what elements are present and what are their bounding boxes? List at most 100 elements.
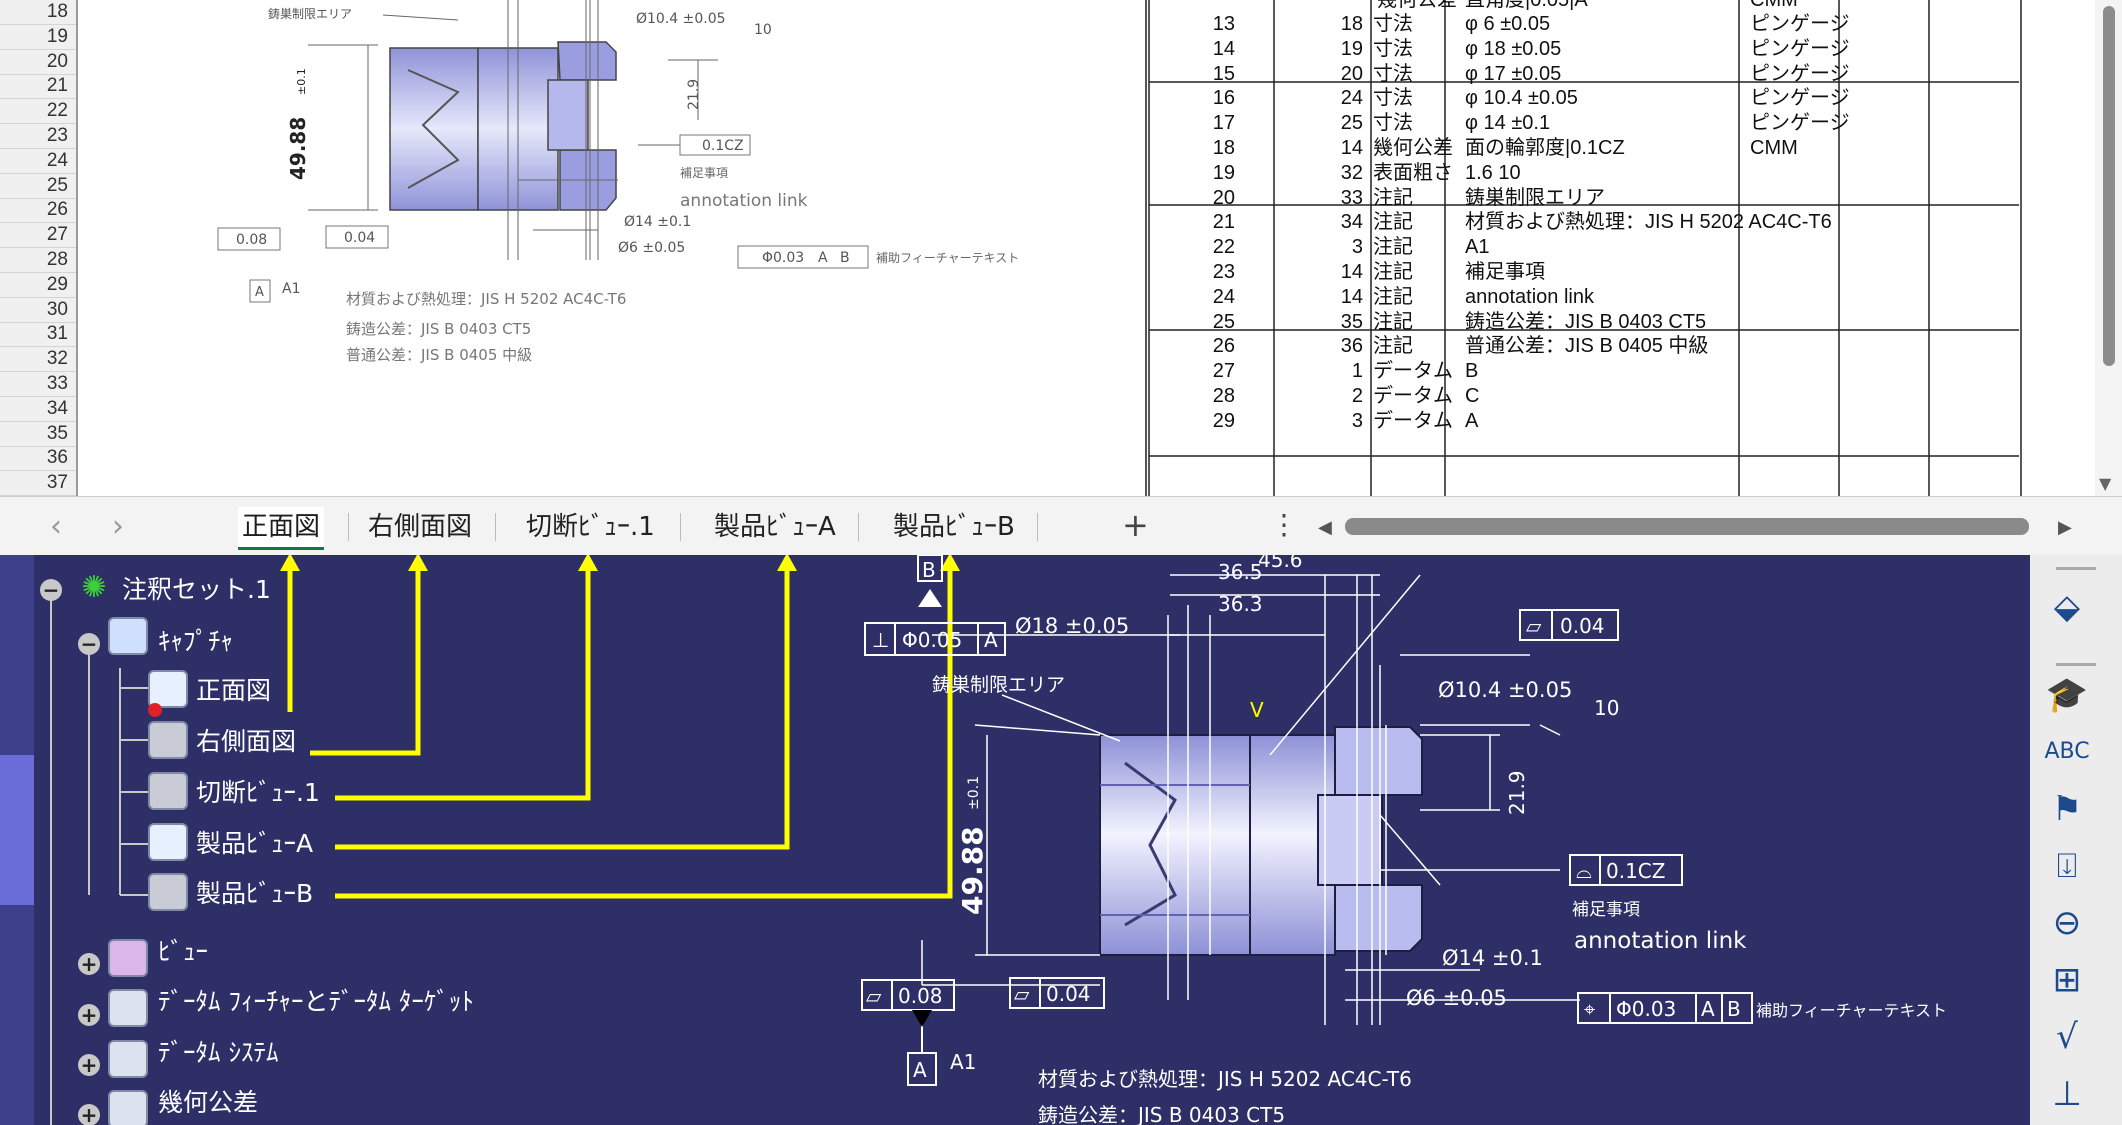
- table-cell-content[interactable]: φ 10.4 ±0.05: [1465, 87, 1578, 109]
- table-cell-type[interactable]: 寸法: [1373, 87, 1413, 109]
- table-cell-content[interactable]: 普通公差：JIS B 0405 中級: [1465, 335, 1709, 357]
- table-cell-content[interactable]: 鋳巣制限エリア: [1465, 187, 1605, 209]
- tree-item-capture-view[interactable]: 製品ﾋﾞｭｰB: [196, 879, 314, 908]
- table-cell-no[interactable]: 13: [1212, 13, 1235, 35]
- table-cell-method[interactable]: CMM: [1750, 137, 1798, 159]
- table-cell-content[interactable]: annotation link: [1465, 286, 1594, 308]
- table-cell-content[interactable]: 材質および熱処理：JIS H 5202 AC4C-T6: [1465, 211, 1832, 233]
- sheet-tab[interactable]: 右側面図: [368, 512, 473, 542]
- tree-item-capture-view[interactable]: 正面図: [196, 676, 272, 705]
- table-cell-id[interactable]: 32: [1340, 162, 1363, 184]
- tree-item-annotation-set[interactable]: 注釈セット.1: [122, 575, 271, 604]
- chevron-right-icon[interactable]: ›: [112, 509, 124, 544]
- table-cell-no[interactable]: 25: [1212, 311, 1235, 333]
- row-number[interactable]: 27: [46, 224, 68, 245]
- table-cell-no[interactable]: 29: [1212, 410, 1235, 432]
- table-cell-id[interactable]: 18: [1340, 13, 1363, 35]
- table-cell-id[interactable]: 14: [1340, 261, 1363, 283]
- tree-item-datum-features[interactable]: ﾃﾞｰﾀﾑ ﾌｨｰﾁｬｰとﾃﾞｰﾀﾑ ﾀｰｹﾞｯﾄ: [158, 987, 474, 1016]
- table-cell-id[interactable]: 25: [1340, 112, 1363, 134]
- table-cell-content[interactable]: 鋳造公差：JIS B 0403 CT5: [1465, 311, 1707, 333]
- table-cell-no[interactable]: 23: [1212, 261, 1235, 283]
- row-number[interactable]: 35: [46, 423, 68, 444]
- table-cell-type[interactable]: 注記: [1373, 286, 1413, 308]
- table-cell-content[interactable]: φ 14 ±0.1: [1465, 112, 1551, 134]
- table-cell-id[interactable]: 35: [1340, 311, 1363, 333]
- table-cell-type[interactable]: 表面粗さ: [1373, 162, 1453, 184]
- table-cell-type[interactable]: データム: [1373, 410, 1453, 432]
- table-cell-content[interactable]: φ 17 ±0.05: [1465, 63, 1562, 85]
- row-number[interactable]: 23: [46, 125, 68, 146]
- row-number[interactable]: 20: [46, 51, 68, 72]
- row-number[interactable]: 31: [46, 323, 68, 344]
- table-cell-id[interactable]: 34: [1340, 211, 1363, 233]
- vertical-scroll-thumb[interactable]: [2103, 6, 2115, 366]
- scroll-right-icon[interactable]: ▶: [2058, 517, 2072, 538]
- table-cell-type[interactable]: 寸法: [1373, 38, 1413, 60]
- row-number[interactable]: 33: [46, 373, 68, 394]
- collapse-annotation-set-icon[interactable]: −: [40, 579, 62, 601]
- table-cell-type[interactable]: 寸法: [1373, 63, 1413, 85]
- table-cell-no[interactable]: 21: [1212, 211, 1235, 233]
- row-number[interactable]: 22: [46, 100, 68, 121]
- table-cell-method[interactable]: ピンゲージ: [1750, 112, 1850, 134]
- add-sheet-button[interactable]: +: [1122, 506, 1149, 544]
- row-number[interactable]: 37: [46, 472, 68, 493]
- row-number[interactable]: 18: [46, 1, 68, 22]
- table-cell-id[interactable]: 33: [1340, 187, 1363, 209]
- tree-item-capture-view[interactable]: 右側面図: [196, 727, 297, 756]
- table-cell-content[interactable]: B: [1465, 360, 1479, 382]
- table-cell-type[interactable]: データム: [1373, 385, 1453, 407]
- table-cell-id[interactable]: 14: [1340, 286, 1363, 308]
- drawing-image[interactable]: 鋳巣制限エリア Ø10.4 ±0.05 10 49.88 ±0.1 21.9 0…: [78, 0, 1143, 496]
- table-cell-content[interactable]: 面の輪郭度|0.1CZ: [1465, 137, 1625, 159]
- scroll-down-icon[interactable]: ▼: [2099, 474, 2112, 493]
- table-cell-no[interactable]: 19: [1212, 162, 1235, 184]
- table-cell-method[interactable]: ピンゲージ: [1750, 63, 1850, 85]
- table-cell-content[interactable]: A1: [1465, 236, 1490, 258]
- table-cell-id[interactable]: 3: [1351, 410, 1363, 432]
- row-number[interactable]: 26: [46, 199, 68, 220]
- chevron-left-icon[interactable]: ‹: [50, 509, 62, 544]
- table-cell-type[interactable]: 注記: [1373, 187, 1413, 209]
- expand-datum-system-icon[interactable]: +: [78, 1054, 100, 1076]
- scroll-left-icon[interactable]: ◀: [1318, 517, 1332, 538]
- table-cell-id[interactable]: 14: [1340, 137, 1363, 159]
- row-number[interactable]: 24: [46, 150, 68, 171]
- table-cell-id[interactable]: 20: [1340, 63, 1363, 85]
- table-cell-id[interactable]: 1: [1351, 360, 1363, 382]
- table-cell-no[interactable]: 26: [1212, 335, 1235, 357]
- table-cell-type[interactable]: データム: [1373, 360, 1453, 382]
- expand-view-icon[interactable]: +: [78, 953, 100, 975]
- table-cell-content[interactable]: φ 6 ±0.05: [1465, 13, 1551, 35]
- more-options-icon[interactable]: ⋮: [1270, 508, 1298, 541]
- datum-target-icon[interactable]: ⊞: [2052, 960, 2082, 1000]
- table-cell-content[interactable]: 1.6 10: [1465, 162, 1521, 184]
- collapse-capture-icon[interactable]: −: [78, 633, 100, 655]
- row-number[interactable]: 25: [46, 175, 68, 196]
- table-cell-no[interactable]: 17: [1212, 112, 1235, 134]
- table-cell-id[interactable]: 36: [1340, 335, 1363, 357]
- catia-3d-viewer[interactable]: B ⊥ Φ0.05 A Ø18 ±0.05 36.5 45.6 36.3 ▱ 0…: [0, 555, 2030, 1125]
- sheet-tab[interactable]: 切断ﾋﾞｭｰ.1: [526, 512, 655, 542]
- horizontal-scroll-thumb[interactable]: [1345, 518, 2029, 535]
- table-cell-type[interactable]: 注記: [1373, 311, 1413, 333]
- table-cell-type[interactable]: 注記: [1373, 211, 1413, 233]
- vertical-scrollbar[interactable]: ▼: [2095, 0, 2122, 496]
- row-number[interactable]: 34: [46, 398, 68, 419]
- table-cell-content[interactable]: A: [1465, 410, 1479, 432]
- annotation-icon[interactable]: 🎓: [2045, 675, 2089, 715]
- tree-item-capture-view[interactable]: 切断ﾋﾞｭｰ.1: [196, 778, 320, 807]
- expand-datum-features-icon[interactable]: +: [78, 1004, 100, 1026]
- table-cell-no[interactable]: 22: [1212, 236, 1235, 258]
- dimension-icon[interactable]: ⊥: [2052, 1074, 2082, 1114]
- table-cell-type[interactable]: 寸法: [1373, 13, 1413, 35]
- table-cell-content[interactable]: 補足事項: [1465, 261, 1545, 283]
- table-cell-method[interactable]: ピンゲージ: [1750, 13, 1850, 35]
- flag-note-icon[interactable]: ⚑: [2051, 789, 2083, 829]
- table-cell-no[interactable]: 15: [1212, 63, 1235, 85]
- table-cell-type[interactable]: 注記: [1373, 261, 1413, 283]
- table-cell-no[interactable]: 27: [1212, 360, 1235, 382]
- row-number[interactable]: 29: [46, 274, 68, 295]
